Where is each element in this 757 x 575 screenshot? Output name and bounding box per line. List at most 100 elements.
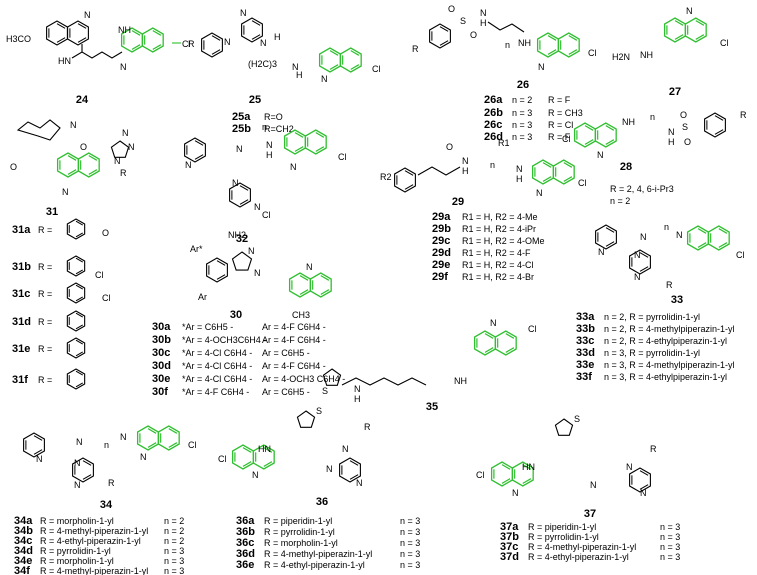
atom-h2n: H2N — [612, 52, 630, 62]
variant-r: n = 3, R = pyrrolidin-1-yl — [604, 348, 700, 358]
ar-star-label: Ar* — [190, 244, 203, 254]
atom-n: N — [292, 62, 299, 72]
atom-cl: Cl — [578, 178, 587, 188]
double-bond — [168, 442, 178, 448]
double-bond — [75, 296, 84, 302]
variant-id: 34d — [14, 545, 33, 557]
atom-n: N — [76, 437, 83, 447]
variant-id: 34c — [14, 535, 32, 547]
quinoline-35-pyridine-ring — [473, 330, 497, 356]
quinoline-36-pyridine-ring — [231, 444, 255, 470]
double-bond — [75, 257, 84, 263]
atom-n: N — [512, 488, 519, 498]
double-bond — [714, 129, 724, 135]
substituent-ring-4 — [66, 310, 86, 332]
variant-id: 26a — [484, 94, 503, 106]
atom-n: N — [236, 144, 243, 154]
atom-h: H — [462, 166, 469, 176]
double-bond — [584, 139, 594, 145]
variant-star-ar: *Ar = C6H5 - — [182, 322, 233, 332]
n-label: n — [104, 440, 109, 450]
variant-r: R = pyrrolidin-1-yl — [528, 532, 599, 542]
r-label: R — [188, 39, 195, 49]
atom-n: N — [114, 156, 121, 166]
pyrimidine-ring-32 — [229, 182, 251, 208]
double-bond — [216, 274, 226, 280]
quinoline-28-benzo-ring — [594, 122, 617, 148]
quinoline-35-benzo-ring — [494, 330, 517, 356]
double-bond — [639, 266, 649, 272]
variant-id: 31d — [12, 316, 31, 328]
double-bond — [639, 470, 649, 476]
double-bond — [547, 35, 557, 41]
double-bond — [168, 428, 178, 434]
benzene-ring-26 — [429, 23, 451, 49]
atom-cl: Cl — [182, 39, 191, 49]
double-bond — [33, 449, 43, 455]
quinoline-26-benzo-ring — [557, 32, 580, 58]
double-bond — [697, 242, 707, 248]
double-bond — [547, 49, 557, 55]
compound-number-27: 27 — [669, 86, 681, 98]
double-bond — [263, 461, 273, 467]
atom-s: S — [316, 406, 322, 416]
double-bond — [33, 435, 43, 441]
double-bond — [67, 169, 77, 175]
thiophene-ring-35 — [322, 368, 342, 386]
double-bond — [315, 132, 325, 138]
atom-cl: Cl — [102, 293, 111, 303]
variant-id: 31f — [12, 374, 28, 386]
atom-o: O — [446, 142, 453, 152]
r-label: R — [666, 280, 673, 290]
r-label: R — [650, 444, 657, 454]
atom-nh: NH — [118, 25, 131, 35]
pyrimidine-ring-36 — [339, 457, 361, 483]
atom-cl: Cl — [588, 48, 597, 58]
double-bond — [263, 447, 273, 453]
double-bond — [242, 447, 252, 453]
double-bond — [605, 227, 615, 233]
atom-nh: NH — [622, 117, 635, 127]
variant-r: R = F — [548, 132, 571, 142]
double-bond — [194, 154, 204, 160]
variant-r: R = — [38, 344, 52, 354]
variant-id: 25b — [232, 123, 251, 135]
variant-id: 29c — [432, 235, 450, 247]
quinoline-34-benzo-ring — [157, 425, 180, 451]
variant-r: R = 4-ethyl-piperazin-1-yl — [264, 560, 365, 570]
double-bond — [349, 474, 359, 480]
variant-id: 29d — [432, 247, 451, 259]
atom-n: N — [252, 470, 259, 480]
atom-hn: HN — [522, 462, 535, 472]
double-bond — [251, 34, 261, 40]
variant-id: 37d — [500, 551, 519, 563]
n-label: n — [505, 40, 510, 50]
double-bond — [695, 20, 705, 26]
double-bond — [77, 37, 87, 43]
chain-label: (H2C)3 — [248, 59, 277, 69]
variant-n: n = 3 — [400, 516, 420, 526]
double-bond — [605, 241, 615, 247]
atom-n: N — [536, 188, 543, 198]
atom-n: N — [254, 268, 261, 278]
r-label: R — [740, 110, 747, 120]
atom-n: N — [74, 458, 81, 468]
quinoline-24-benzo-ring — [141, 27, 164, 53]
substituent-ring-1 — [66, 218, 86, 240]
variant-id: 31c — [12, 288, 30, 300]
compound-number-28: 28 — [620, 161, 632, 173]
variant-r: R = morpholin-1-yl — [264, 538, 338, 548]
variant-r: R1 = H, R2 = 4-F — [462, 248, 531, 258]
substituent-ring-6 — [66, 368, 86, 390]
atom-n: N — [676, 230, 683, 240]
variant-id: 33e — [576, 359, 594, 371]
atom-n: N — [480, 8, 487, 18]
variant-ar: Ar = 4-F C6H4 - — [262, 335, 326, 345]
atom-nh: NH — [640, 50, 653, 60]
atom-s: S — [574, 414, 580, 424]
variant-n: n = 3 — [164, 556, 184, 566]
atom-n: N — [260, 38, 267, 48]
atom-h: H — [354, 394, 361, 404]
atom-o: O — [102, 228, 109, 238]
variant-id: 29e — [432, 259, 450, 271]
